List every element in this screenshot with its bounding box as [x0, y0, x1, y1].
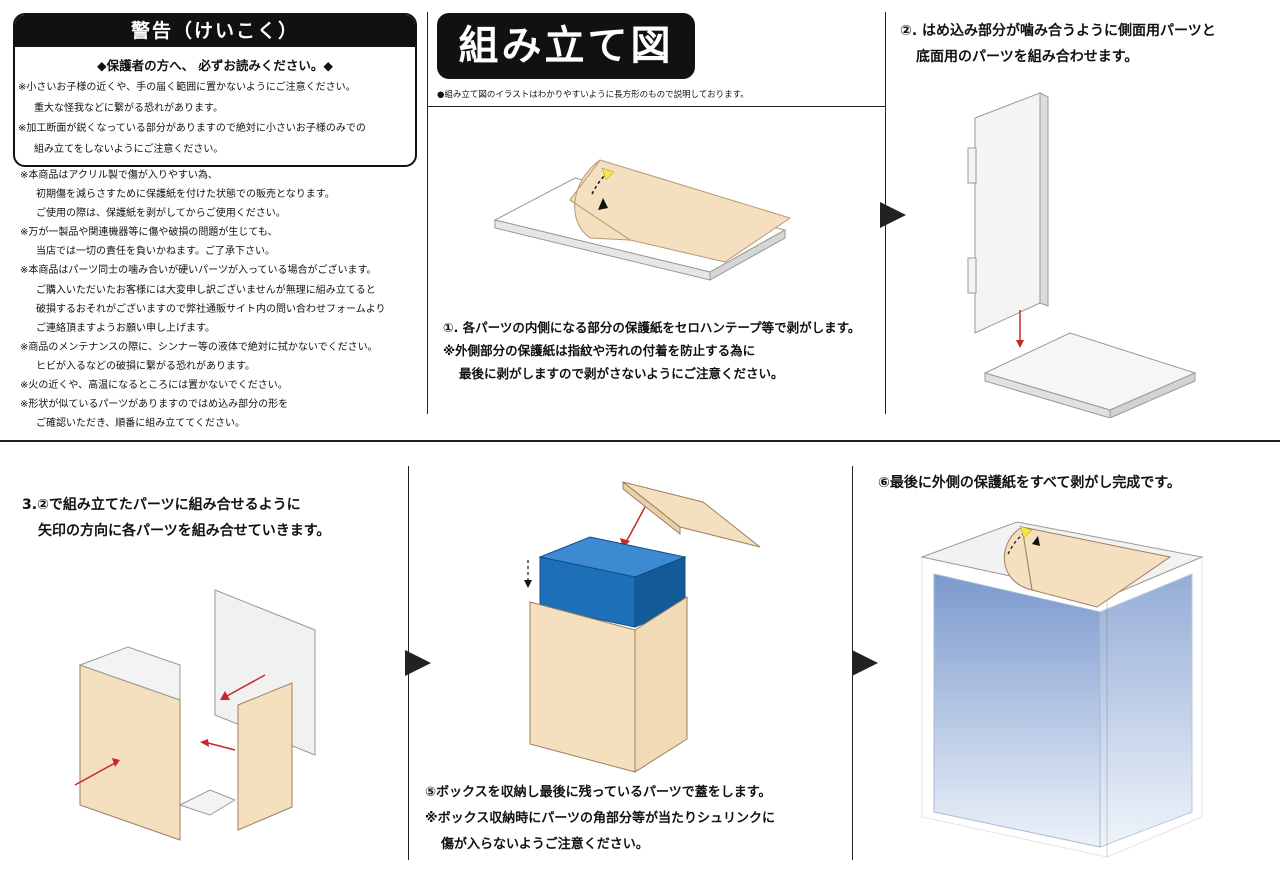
note-line: ご使用の際は、保護紙を剥がしてからご使用ください。 [36, 208, 286, 220]
divider-top-title [427, 106, 885, 107]
step3-text: 3.②で組み立てたパーツに組み合せるように 矢印の方向に各パーツを組み合せていき… [22, 492, 330, 544]
step5-line: 傷が入らないようご注意ください。 [441, 837, 649, 852]
step1-illustration [493, 159, 792, 281]
note-line: ※本商品はパーツ同士の噛み合いが硬いパーツが入っている場合がございます。 [20, 265, 377, 277]
assembly-note: ●組み立て図のイラストはわかりやすいように長方形のもので説明しております。 [437, 90, 749, 100]
note-line: 当店では一切の責任を負いかねます。ご了承下さい。 [36, 246, 275, 258]
step1-line: ①. 各パーツの内側になる部分の保護紙をセロハンテープ等で剥がします。 [443, 320, 861, 335]
step2-line: 底面用のパーツを組み合わせます。 [916, 49, 1139, 65]
warning-line: 組み立てをしないようにご注意ください。 [34, 143, 224, 155]
warning-lines: ※小さいお子様の近くや、手の届く範囲に置かないようにご注意ください。 重大な怪我… [15, 78, 415, 160]
step1-line: ※外側部分の保護紙は指紋や汚れの付着を防止する為に [443, 343, 756, 358]
warning-line: ※小さいお子様の近くや、手の届く範囲に置かないようにご注意ください。 [18, 82, 356, 93]
warning-box: 警告（けいこく） ◆保護者の方へ、 必ずお読みください。◆ ※小さいお子様の近く… [13, 13, 417, 167]
note-line: ご連絡頂ますようお願い申し上げます。 [36, 322, 215, 334]
note-line: ヒビが入るなどの破損に繋がる恐れがあります。 [36, 360, 255, 372]
next-arrow-icon [405, 650, 431, 676]
step2-line: ②. はめ込み部分が噛み合うように側面用パーツと [900, 23, 1216, 39]
step5-line: ⑤ボックスを収納し最後に残っているパーツで蓋をします。 [425, 785, 772, 800]
step1-text: ①. 各パーツの内側になる部分の保護紙をセロハンテープ等で剥がします。 ※外側部… [443, 316, 860, 385]
divider-top-left [427, 12, 428, 414]
note-line: ご確認いただき、順番に組み立ててください。 [36, 418, 245, 430]
note-line: ※火の近くや、高温になるところには置かないでください。 [20, 380, 288, 392]
step3-line: 矢印の方向に各パーツを組み合せていきます。 [38, 523, 331, 539]
step3-illustration [74, 589, 316, 841]
step5-line: ※ボックス収納時にパーツの角部分等が当たりシュリンクに [425, 811, 775, 826]
note-line: ご購入いただいたお客様には大変申し訳ございませんが無理に組み立てると [36, 284, 376, 296]
divider-horizontal [0, 440, 1280, 442]
next-arrow-icon [852, 650, 878, 676]
step1-line: 最後に剥がしますので剥がさないようにご注意ください。 [459, 366, 784, 381]
note-line: 初期傷を減らさすために保護紙を付けた状態での販売となります。 [36, 189, 335, 201]
note-line: ※形状が似ているパーツがありますのではめ込み部分の形を [20, 399, 289, 411]
warning-line: ※加工断面が鋭くなっている部分がありますので絶対に小さいお子様のみでの [18, 123, 366, 134]
next-arrow-icon [880, 202, 906, 228]
step6-illustration [920, 521, 1204, 858]
warning-title: 警告（けいこく） [15, 15, 415, 47]
step3-line: 3.②で組み立てたパーツに組み合せるように [22, 497, 301, 513]
step2-illustration [967, 92, 1197, 418]
step2-text: ②. はめ込み部分が噛み合うように側面用パーツと 底面用のパーツを組み合わせます… [900, 18, 1216, 70]
note-line: ※本商品はアクリル製で傷が入りやすい為、 [20, 170, 218, 181]
step6-text: ⑥最後に外側の保護紙をすべて剥がし完成です。 [878, 475, 1181, 491]
warning-line: 重大な怪我などに繋がる恐れがあります。 [34, 102, 223, 114]
note-line: ※万が一製品や関連機器等に傷や破損の問題が生じても、 [20, 227, 278, 239]
step5-text: ⑤ボックスを収納し最後に残っているパーツで蓋をします。 ※ボックス収納時にパーツ… [425, 780, 775, 858]
step5-illustration [524, 480, 761, 773]
note-line: ※商品のメンテナンスの際に、シンナー等の液体で絶対に拭かないでください。 [20, 341, 378, 353]
note-line: 破損するおそれがございますので弊社通販サイト内の問い合わせフォームより [36, 303, 386, 315]
warning-subtitle: ◆保護者の方へ、 必ずお読みください。◆ [96, 58, 334, 73]
notes-list: ※本商品はアクリル製で傷が入りやすい為、 初期傷を減らさすために保護紙を付けた状… [20, 166, 425, 433]
assembly-title: 組み立て図 [437, 13, 695, 79]
